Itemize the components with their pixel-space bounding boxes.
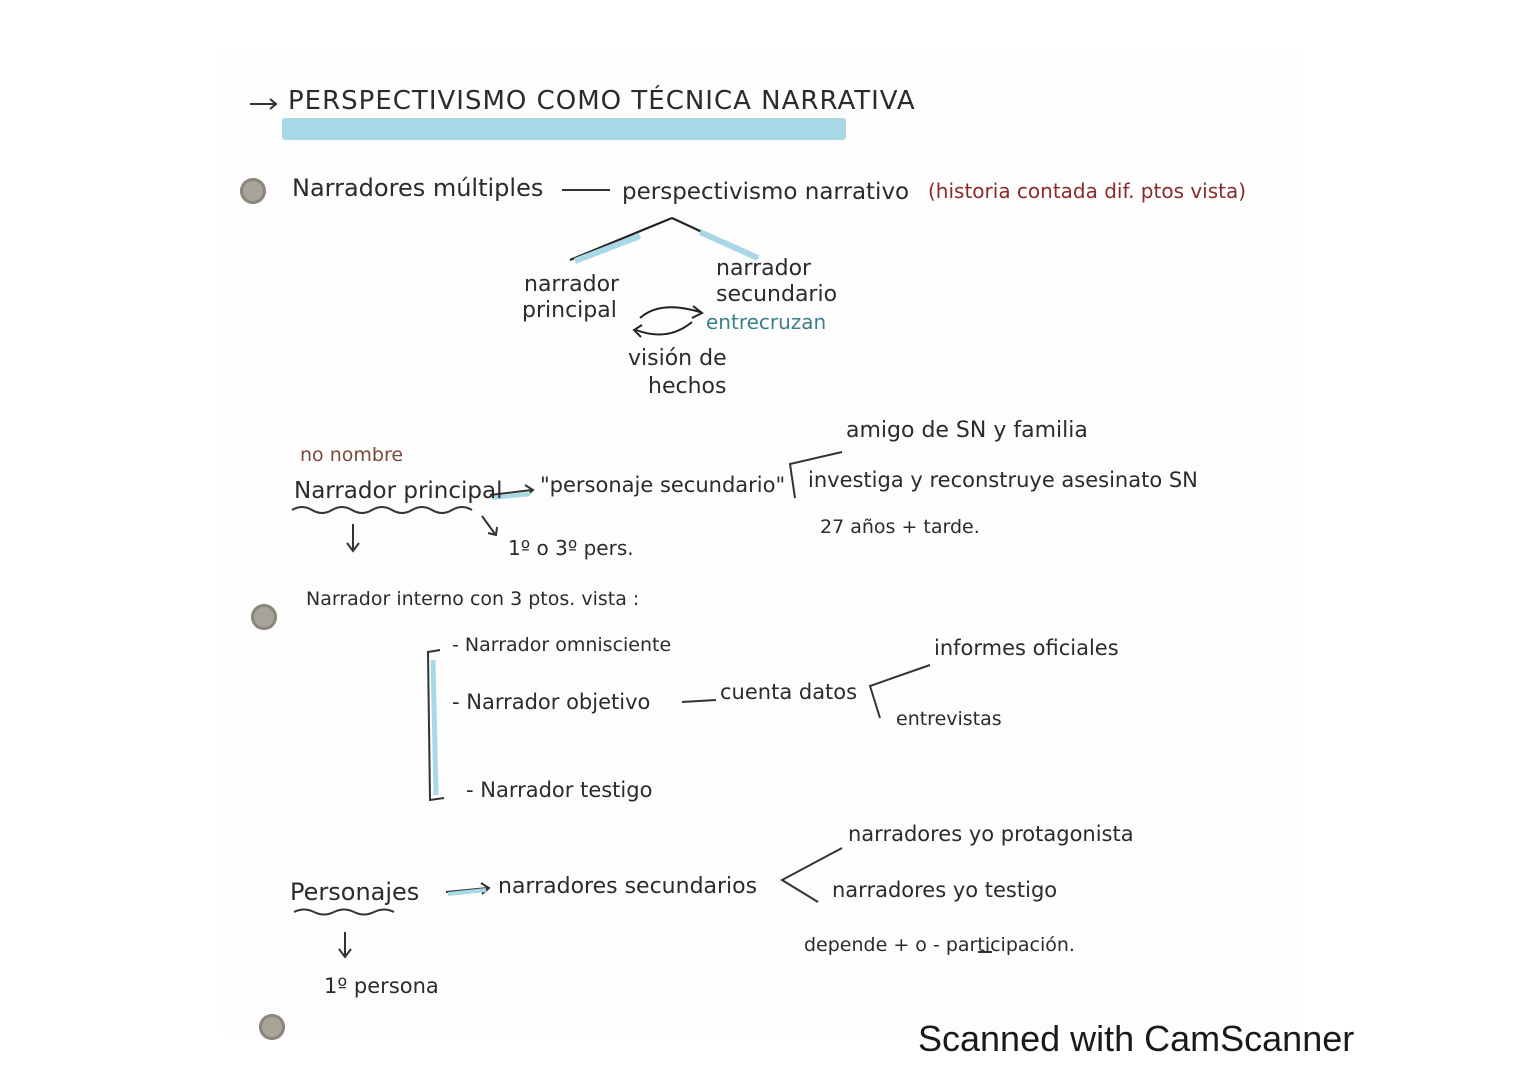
wavy-underline (291, 506, 473, 514)
personajes-arrow-highlight (447, 888, 487, 896)
personajes-underline (293, 908, 395, 916)
narradores-secundarios-label: narradores secundarios (498, 874, 758, 899)
personaje-secundario-label: "personaje secundario" (540, 473, 786, 497)
primera-persona-label: 1º persona (324, 974, 439, 998)
branch-right-line2: secundario (716, 282, 838, 307)
arrow-highlight (491, 492, 531, 500)
entrecruzan-label: entrecruzan (706, 310, 827, 334)
cuenta-datos-label: cuenta datos (720, 680, 858, 704)
branch-left-line2: principal (522, 298, 617, 323)
depende-label: depende + o - participación. (804, 934, 1075, 956)
type-omnisciente: - Narrador omnisciente (452, 634, 672, 656)
sources-bracket (868, 664, 931, 719)
principal-arrows (346, 484, 535, 553)
narrador-principal-label: Narrador principal (294, 478, 503, 504)
types-bracket (426, 649, 445, 802)
tree-highlight-right (698, 229, 760, 261)
notebook-page (222, 50, 1302, 1035)
detail-investiga: investiga y reconstruye asesinato SN (808, 468, 1198, 492)
vision-line1: visión de (628, 346, 727, 371)
camscanner-watermark: Scanned with CamScanner (918, 1018, 1355, 1059)
branch-right-line1: narrador (716, 256, 812, 281)
branch-left-line1: narrador (524, 272, 620, 297)
exchange-arrows (632, 305, 704, 338)
no-nombre-note: no nombre (300, 444, 404, 466)
source-informes: informes oficiales (934, 636, 1119, 660)
personajes-label: Personajes (290, 878, 420, 906)
punch-hole (251, 604, 277, 630)
details-bracket (788, 451, 843, 499)
perspectivismo-note: (historia contada dif. ptos vista) (928, 179, 1247, 203)
secundarios-bracket (779, 847, 843, 903)
title-arrow (250, 98, 278, 110)
narrador-interno-label: Narrador interno con 3 ptos. vista : (306, 588, 640, 610)
page-title: PERSPECTIVISMO COMO TÉCNICA NARRATIVA (288, 86, 916, 116)
type-testigo: - Narrador testigo (466, 778, 653, 802)
detail-amigo: amigo de SN y familia (846, 418, 1088, 443)
objective-connector (681, 699, 717, 703)
type-objetivo: - Narrador objetivo (452, 690, 651, 714)
vision-line2: hechos (648, 374, 727, 399)
punch-hole (259, 1014, 285, 1040)
punch-hole (240, 178, 266, 204)
perspectivismo-label: perspectivismo narrativo (622, 179, 910, 205)
tree-highlight-left (573, 233, 642, 264)
narradores-multiples-label: Narradores múltiples (292, 174, 544, 202)
persona-label: 1º o 3º pers. (508, 536, 634, 560)
type-protagonista: narradores yo protagonista (848, 822, 1134, 846)
types-bracket-highlight (430, 659, 439, 796)
source-entrevistas: entrevistas (896, 708, 1002, 730)
title-highlight (282, 118, 846, 140)
detail-anos: 27 años + tarde. (820, 516, 980, 538)
type-yo-testigo: narradores yo testigo (832, 878, 1058, 902)
